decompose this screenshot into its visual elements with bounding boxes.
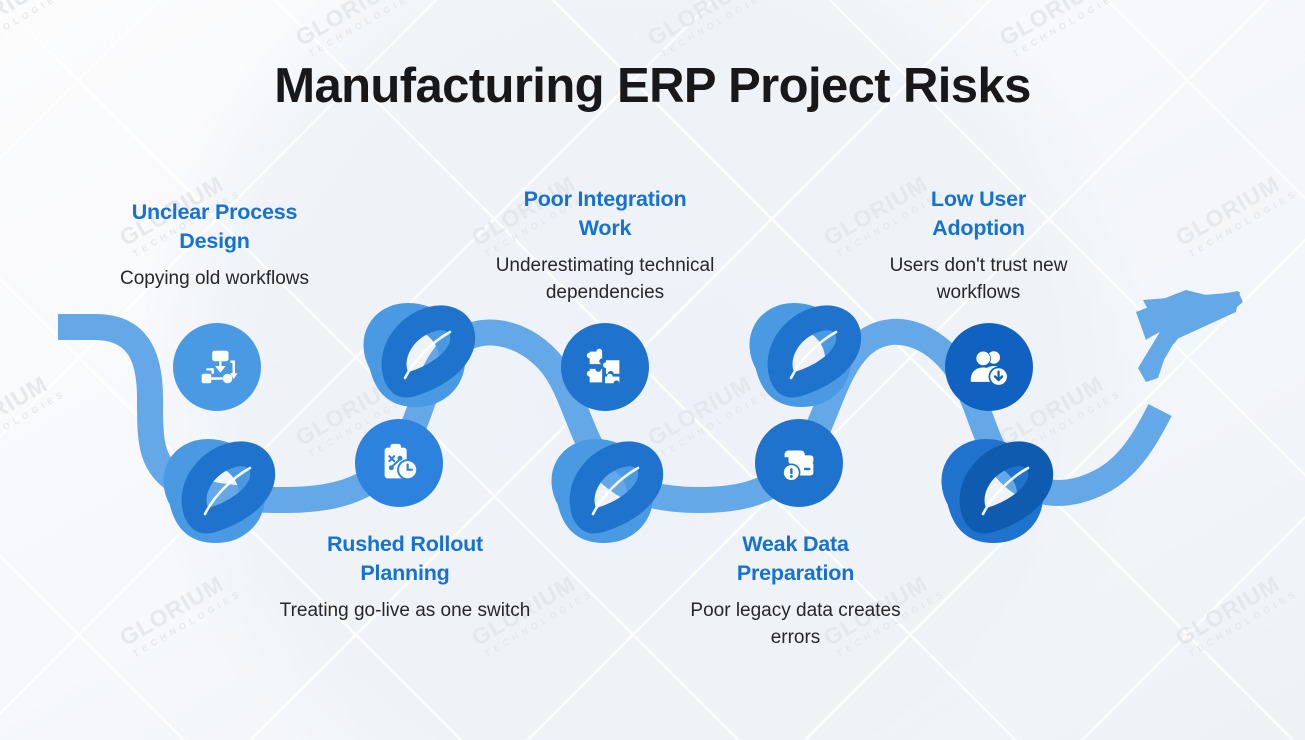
caption-body: Users don't trust new workflows [889,255,1068,303]
node-low-user-adoption[interactable] [945,323,1033,411]
path-arrow-tip [1136,290,1243,382]
page-title: Manufacturing ERP Project Risks [274,59,1031,113]
caption-body: Treating go-live as one switch [279,600,531,621]
path-knot-3 [551,438,664,544]
clipboard-clock-icon [384,443,419,481]
caption-body: Copying old workflows [119,268,310,289]
node-rushed-rollout-planning[interactable] [355,419,443,507]
caption-body: Poor legacy data creates errors [690,600,901,648]
users-down-arrow-icon [970,350,1009,387]
path-knot-2 [363,302,476,408]
path-knot-4 [749,302,862,408]
node-poor-integration-work[interactable] [561,323,649,411]
path-knot-1 [163,438,276,544]
path-knot-5 [941,438,1054,544]
database-warning-icon [782,450,814,482]
caption-body: Underestimating technical dependencies [495,255,715,303]
node-weak-data-preparation[interactable] [755,419,843,507]
puzzle-pieces-icon [586,348,620,384]
flowchart-icon [201,350,238,384]
node-unclear-process-design[interactable] [173,323,261,411]
